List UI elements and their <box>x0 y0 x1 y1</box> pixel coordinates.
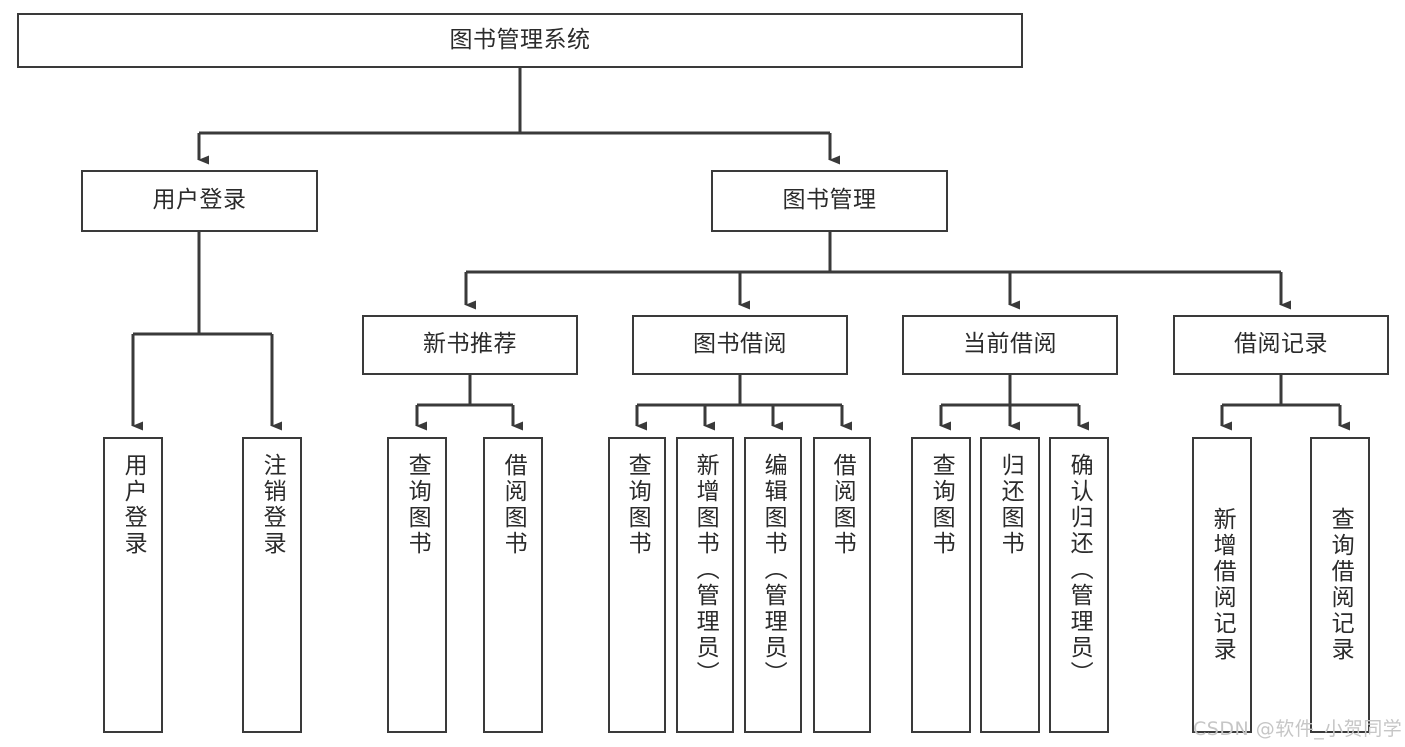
leaf-recommend-query-book[interactable]: 查询图书 <box>387 437 447 733</box>
node-label: 查询图书 <box>624 453 651 557</box>
leaf-recommend-borrow-book[interactable]: 借阅图书 <box>483 437 543 733</box>
leaf-borrow-edit-book-admin[interactable]: 编辑图书（管理员） <box>744 437 802 733</box>
node-label: 编辑图书（管理员） <box>760 453 787 687</box>
node-label: 新增借阅记录 <box>1209 507 1236 663</box>
leaf-user-login-logout[interactable]: 注销登录 <box>242 437 302 733</box>
node-borrow-record[interactable]: 借阅记录 <box>1173 315 1389 375</box>
node-label: 查询图书 <box>404 453 431 557</box>
node-label: 借阅图书 <box>500 453 527 557</box>
node-new-book-recommend[interactable]: 新书推荐 <box>362 315 578 375</box>
leaf-current-return-book[interactable]: 归还图书 <box>980 437 1040 733</box>
node-label: 新书推荐 <box>423 331 517 358</box>
node-label: 图书借阅 <box>693 331 787 358</box>
node-label: 新增图书（管理员） <box>692 453 719 687</box>
csdn-watermark: CSDN @软件_小贺同学 <box>1193 718 1403 740</box>
node-label: 图书管理 <box>782 187 877 214</box>
node-label: 确认归还（管理员） <box>1066 453 1093 687</box>
leaf-borrow-query-book[interactable]: 查询图书 <box>608 437 666 733</box>
node-label: 用户登录 <box>120 453 147 557</box>
node-label: 查询图书 <box>928 453 955 557</box>
node-label: 归还图书 <box>997 453 1024 557</box>
node-label: 图书管理系统 <box>449 26 591 53</box>
node-book-borrow[interactable]: 图书借阅 <box>632 315 848 375</box>
leaf-user-login-login[interactable]: 用户登录 <box>103 437 163 733</box>
node-label: 注销登录 <box>259 453 286 557</box>
node-book-management[interactable]: 图书管理 <box>711 170 948 232</box>
node-user-login[interactable]: 用户登录 <box>81 170 318 232</box>
node-label: 查询借阅记录 <box>1327 507 1354 663</box>
node-label: 当前借阅 <box>963 331 1057 358</box>
leaf-record-add-record[interactable]: 新增借阅记录 <box>1192 437 1252 733</box>
leaf-record-query-record[interactable]: 查询借阅记录 <box>1310 437 1370 733</box>
node-root-system[interactable]: 图书管理系统 <box>17 13 1023 68</box>
node-current-borrow[interactable]: 当前借阅 <box>902 315 1118 375</box>
leaf-current-confirm-return-admin[interactable]: 确认归还（管理员） <box>1049 437 1109 733</box>
leaf-current-query-book[interactable]: 查询图书 <box>911 437 971 733</box>
leaf-borrow-borrow-book[interactable]: 借阅图书 <box>813 437 871 733</box>
node-label: 用户登录 <box>152 187 247 214</box>
node-label: 借阅图书 <box>829 453 856 557</box>
leaf-borrow-add-book-admin[interactable]: 新增图书（管理员） <box>676 437 734 733</box>
node-label: 借阅记录 <box>1234 331 1328 358</box>
